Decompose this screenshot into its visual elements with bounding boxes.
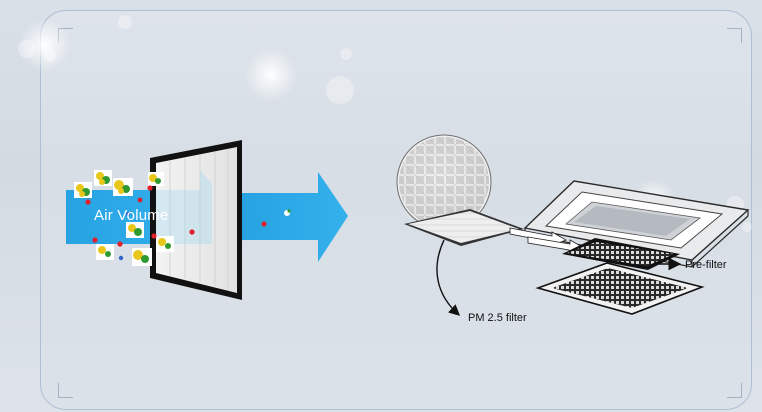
pm-filter-label: PM 2.5 filter — [468, 312, 527, 324]
air-volume-label: Air Volume — [94, 207, 169, 224]
grille-panel-icon — [538, 263, 702, 314]
pre-filter-label: Pre-filter — [685, 259, 727, 271]
clean-air-arrow — [242, 172, 348, 262]
pm-filter-pointer — [437, 240, 458, 314]
